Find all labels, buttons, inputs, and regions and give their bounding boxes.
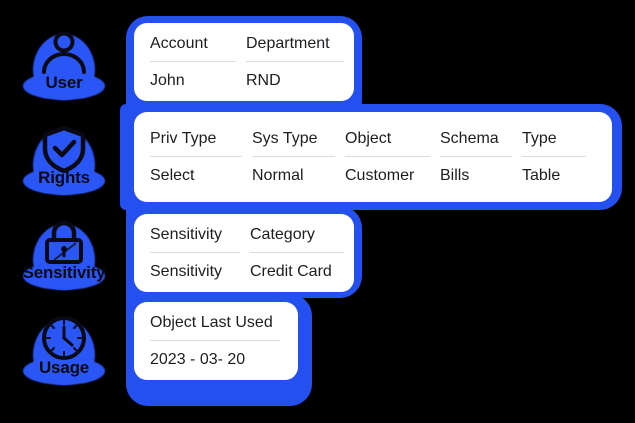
rail-label-user: User	[45, 73, 83, 92]
field-value: Sensitivity	[150, 262, 223, 280]
usage-card[interactable]: Object Last Used 2023 - 03- 20	[134, 302, 298, 380]
user-card[interactable]: Account John Department RND	[134, 23, 354, 101]
user-icon	[38, 28, 90, 80]
field-department: Department RND	[246, 33, 354, 91]
icon-rail: User Rights	[0, 0, 128, 423]
field-value: RND	[246, 71, 281, 89]
rail-item-rights[interactable]: Rights	[0, 109, 128, 204]
field-header: Schema	[440, 129, 512, 157]
field-sensitivity: Sensitivity Sensitivity	[150, 224, 250, 282]
field-priv-type: Priv Type Select	[150, 122, 252, 192]
rail-item-user[interactable]: User	[0, 14, 128, 109]
field-value: Customer	[345, 166, 415, 184]
field-header: Category	[250, 225, 344, 253]
field-header: Sensitivity	[150, 225, 240, 253]
field-type: Type Table	[522, 122, 596, 192]
field-value: Table	[522, 166, 561, 184]
field-header: Object	[345, 129, 430, 157]
sensitivity-card[interactable]: Sensitivity Sensitivity Category Credit …	[134, 214, 354, 292]
field-category: Category Credit Card	[250, 224, 354, 282]
shield-check-icon	[38, 123, 90, 175]
clock-icon	[38, 313, 90, 365]
field-value: Normal	[252, 166, 304, 184]
field-value: Bills	[440, 166, 470, 184]
rail-item-sensitivity[interactable]: Sensitivity	[0, 204, 128, 299]
field-header: Type	[522, 129, 586, 157]
field-header: Sys Type	[252, 129, 335, 157]
usage-blob-base	[23, 357, 105, 385]
sensitivity-blob-base	[23, 262, 105, 290]
field-value: Select	[150, 166, 195, 184]
padlock-icon	[38, 218, 90, 270]
rail-label-rights: Rights	[38, 168, 90, 187]
field-value: Credit Card	[250, 262, 332, 280]
rights-card[interactable]: Priv Type Select Sys Type Normal Object …	[134, 112, 612, 202]
field-object-last-used: Object Last Used 2023 - 03- 20	[150, 312, 290, 370]
field-header: Account	[150, 34, 236, 62]
field-schema: Schema Bills	[440, 122, 522, 192]
rail-label-sensitivity: Sensitivity	[22, 263, 106, 282]
field-header: Department	[246, 34, 344, 62]
rail-label-usage: Usage	[38, 358, 90, 377]
field-sys-type: Sys Type Normal	[252, 122, 345, 192]
field-value: 2023 - 03- 20	[150, 350, 246, 368]
field-header: Object Last Used	[150, 313, 280, 341]
user-blob-base	[23, 72, 105, 100]
field-header: Priv Type	[150, 129, 242, 157]
field-account: Account John	[150, 33, 246, 91]
rail-item-usage[interactable]: Usage	[0, 299, 128, 394]
field-value: John	[150, 71, 185, 89]
field-object: Object Customer	[345, 122, 440, 192]
